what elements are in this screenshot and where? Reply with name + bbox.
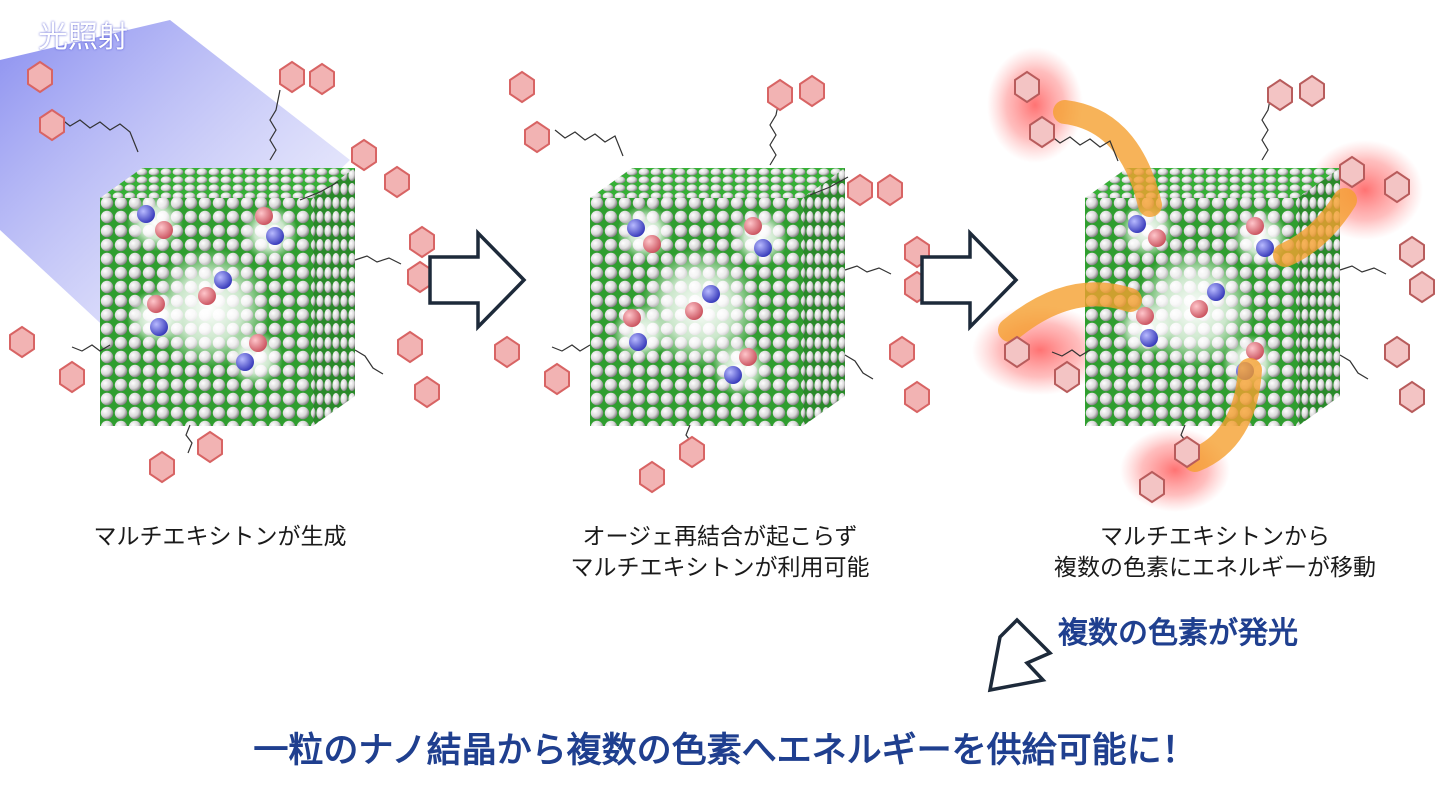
caption-line: マルチエキシトンから xyxy=(1100,524,1330,550)
conclusion-text: 一粒のナノ結晶から複数の色素へエネルギーを供給可能に！ xyxy=(253,731,1197,771)
dye-molecules-1 xyxy=(9,60,440,484)
highlight-text: 複数の色素が発光 xyxy=(1058,616,1298,651)
ligand-dyes-1 xyxy=(59,89,402,454)
nanocrystal-3 xyxy=(1085,168,1340,426)
arrow-step-1 xyxy=(428,228,527,332)
caption-line: 複数の色素にエネルギーが移動 xyxy=(1054,555,1376,581)
panel-1-caption: マルチエキシトンが生成 xyxy=(30,522,410,553)
panel-2-caption: オージェ再結合が起こらず マルチエキシトンが利用可能 xyxy=(510,522,930,584)
light-irradiation-label: 光照射 xyxy=(38,20,128,55)
panel-3-caption: マルチエキシトンから 複数の色素にエネルギーが移動 xyxy=(1000,522,1430,584)
dye-molecules-3 xyxy=(1004,70,1435,504)
caption-line: オージェ再結合が起こらず xyxy=(582,524,858,550)
energy-transfer-paths xyxy=(998,100,1357,472)
arrow-to-conclusion xyxy=(987,617,1054,693)
ligand-dyes-2 xyxy=(551,94,892,454)
caption-line: マルチエキシトンが生成 xyxy=(93,524,347,550)
nanocrystal-2 xyxy=(590,168,845,426)
arrow-step-2 xyxy=(920,228,1019,332)
dye-molecules-2 xyxy=(494,70,930,494)
nanocrystal-1 xyxy=(100,168,355,426)
caption-line: マルチエキシトンが利用可能 xyxy=(570,555,870,581)
